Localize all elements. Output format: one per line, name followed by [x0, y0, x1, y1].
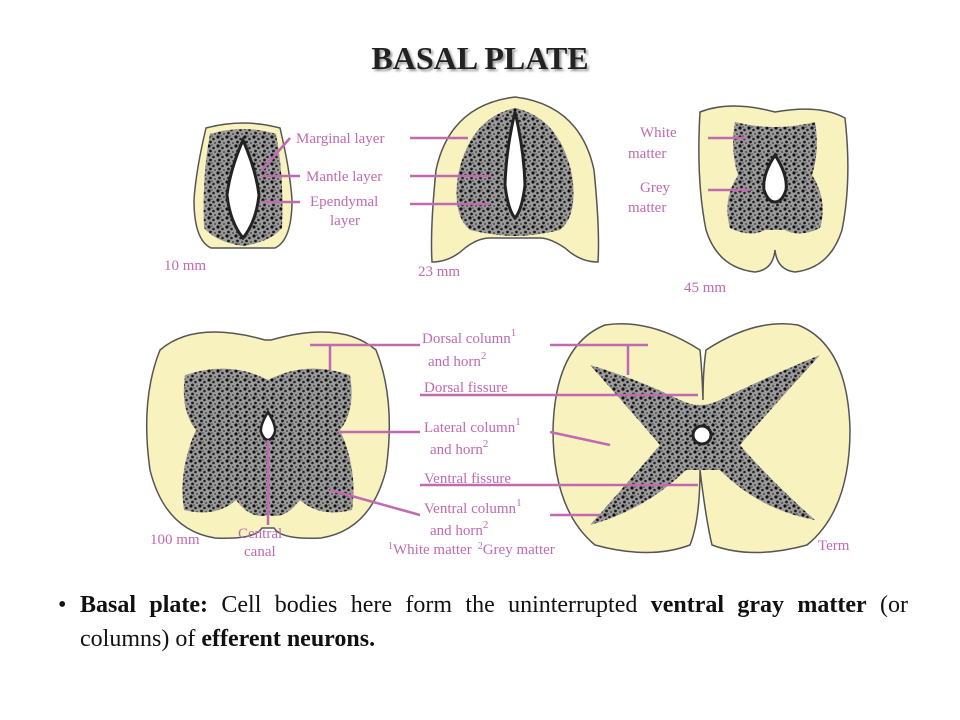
label-canal: canal: [244, 544, 276, 560]
stage-45mm: 45 mm: [684, 280, 726, 296]
label-white: White: [640, 125, 677, 141]
bullet-bold-efferent: efferent neurons.: [201, 626, 376, 652]
section-100mm: [145, 331, 391, 540]
section-10mm: [193, 122, 293, 249]
bullet-bold-ventral: ventral gray matter: [650, 592, 867, 618]
label-marginal-layer: Marginal layer: [296, 131, 384, 147]
bullet-text-part2: (or columns) of: [80, 592, 909, 652]
label-lateral-horn: and horn2: [430, 438, 488, 458]
label-ventral-column: Ventral column1: [424, 497, 522, 517]
label-grey-matter: matter: [628, 200, 666, 216]
top-row-pointers: [261, 136, 750, 206]
label-dorsal-fissure: Dorsal fissure: [424, 380, 508, 396]
slide-title: BASAL PLATE: [371, 40, 589, 76]
label-ependymal: Ependymal: [310, 194, 378, 210]
stage-10mm: 10 mm: [164, 258, 206, 274]
label-mantle-layer: Mantle layer: [306, 169, 382, 185]
bullet-marker: •: [58, 592, 67, 618]
label-ependymal-layer: layer: [330, 213, 360, 229]
label-term: Term: [818, 538, 850, 554]
spinal-cord-diagram: 10 mm 23 mm 45 mm 100 mm Central canal T…: [145, 96, 851, 560]
label-dorsal-horn: and horn2: [428, 350, 486, 370]
bullet-text-part1: Cell bodies here form the uninterrupted: [208, 592, 651, 618]
bullet-text: Basal plate: Cell bodies here form the u…: [80, 588, 908, 656]
section-23mm: [430, 96, 600, 263]
bottom-row-pointers: [310, 343, 698, 517]
label-ventral-fissure: Ventral fissure: [424, 471, 511, 487]
section-mature: [552, 322, 851, 554]
label-dorsal-column: Dorsal column1: [422, 327, 516, 347]
stage-23mm: 23 mm: [418, 264, 460, 280]
bullet-bold-term: Basal plate:: [80, 592, 209, 618]
label-white-matter: matter: [628, 146, 666, 162]
section-45mm: [698, 105, 849, 273]
label-central: Central: [238, 526, 282, 542]
stage-100mm: 100 mm: [150, 532, 200, 548]
label-ventral-horn: and horn2: [430, 519, 488, 539]
label-grey: Grey: [640, 180, 670, 196]
bullet-point: • Basal plate: Cell bodies here form the…: [58, 588, 908, 656]
label-lateral-column: Lateral column1: [424, 416, 521, 436]
